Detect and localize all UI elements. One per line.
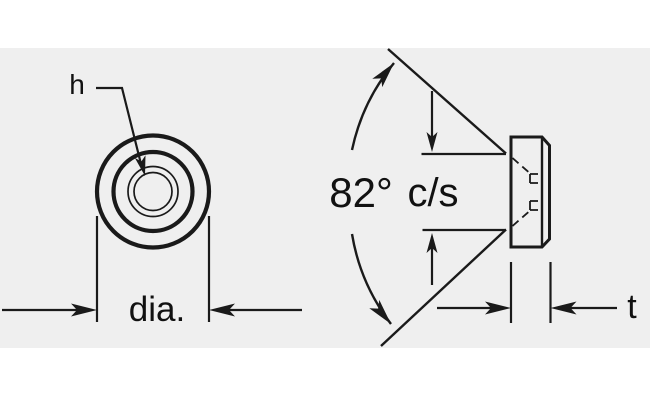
- hole-circle: [133, 171, 173, 212]
- angle-ray-top: [387, 48, 507, 155]
- hole-leader-line: [96, 86, 144, 169]
- washer-outer-edge-circle: [94, 133, 212, 250]
- angle-label: 82°: [329, 169, 393, 216]
- countersink-rim-circle: [111, 149, 195, 234]
- front-view: h: [69, 69, 212, 250]
- thickness-label: t: [627, 288, 637, 326]
- hidden-cone-line-top: [511, 157, 530, 174]
- angle-ray-bottom: [380, 228, 507, 347]
- thickness-dimension: t: [437, 262, 637, 326]
- hole-chamfer-circle: [127, 165, 179, 218]
- diameter-label: dia.: [129, 290, 185, 329]
- hole-label: h: [69, 69, 85, 100]
- side-view-washer: [509, 135, 551, 249]
- countersink-angle: 82° c/s: [329, 48, 507, 347]
- countersink-label: c/s: [407, 171, 458, 215]
- diameter-dimension: dia.: [2, 216, 302, 329]
- hidden-cone-line-bottom: [511, 210, 530, 227]
